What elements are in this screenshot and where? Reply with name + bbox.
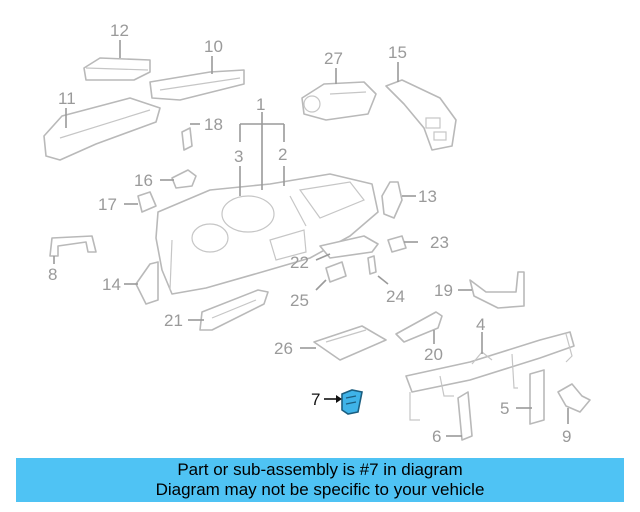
part-15 [385, 79, 457, 151]
callout-20: 20 [424, 345, 443, 364]
callout-7: 7 [311, 390, 320, 409]
part-17 [137, 191, 157, 213]
callout-23: 23 [430, 233, 449, 252]
callout-18: 18 [204, 115, 223, 134]
part-8 [49, 235, 97, 257]
part-20 [395, 311, 443, 343]
part-6 [457, 391, 473, 441]
info-banner: Part or sub-assembly is #7 in diagram Di… [16, 458, 624, 502]
callout-4: 4 [476, 315, 485, 334]
part-23 [387, 235, 407, 253]
part-19 [469, 271, 525, 309]
callout-16: 16 [134, 171, 153, 190]
part-5 [529, 369, 545, 425]
part-10 [149, 69, 245, 101]
callout-11: 11 [58, 89, 76, 108]
part-4 [405, 331, 575, 421]
part-14 [135, 261, 159, 305]
part-24 [367, 255, 377, 275]
callout-8: 8 [48, 265, 57, 284]
callout-21: 21 [164, 311, 183, 330]
banner-line-disclaimer: Diagram may not be specific to your vehi… [155, 480, 485, 499]
callout-2: 2 [278, 145, 287, 164]
callout-24: 24 [386, 287, 405, 306]
callout-22: 22 [290, 253, 309, 272]
part-instrument-panel [155, 173, 379, 295]
part-13 [381, 181, 403, 219]
callout-6: 6 [432, 427, 441, 446]
callout-17: 17 [98, 195, 117, 214]
callout-14: 14 [102, 275, 121, 294]
part-22 [319, 235, 379, 259]
callout-9: 9 [562, 427, 571, 446]
part-7-highlighted [341, 389, 363, 415]
part-11 [43, 97, 161, 161]
part-9 [557, 383, 591, 413]
callout-19: 19 [434, 281, 453, 300]
callout-25: 25 [290, 291, 309, 310]
callout-1: 1 [256, 95, 265, 114]
callout-3: 3 [234, 147, 243, 166]
part-26 [313, 325, 387, 361]
part-18 [181, 127, 193, 151]
part-12 [83, 57, 151, 81]
banner-line-part: Part or sub-assembly is #7 in diagram [177, 460, 463, 479]
callout-5: 5 [500, 399, 509, 418]
callout-15: 15 [388, 43, 407, 62]
parts-diagram: 1 2 3 4 5 6 7 8 9 10 11 12 13 14 15 16 1… [43, 21, 591, 446]
part-27 [301, 81, 377, 121]
part-25 [325, 261, 347, 283]
callout-10: 10 [204, 37, 223, 56]
part-16 [171, 169, 197, 189]
callout-13: 13 [418, 187, 437, 206]
callout-12: 12 [110, 21, 129, 40]
part-21 [199, 289, 269, 331]
callout-27: 27 [324, 49, 343, 68]
callout-26: 26 [274, 339, 293, 358]
